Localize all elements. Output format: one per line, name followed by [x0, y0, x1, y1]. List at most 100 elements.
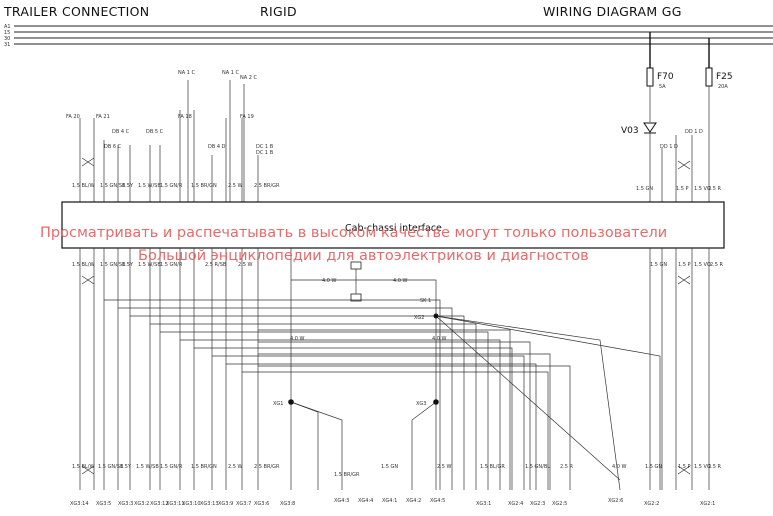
top-label: DC 1 B [256, 150, 274, 156]
connector-xg2: XG2 [414, 315, 424, 321]
wire-code: 1.5 BR/GR [334, 472, 360, 478]
terminal-label: XG3:1 [476, 501, 491, 507]
wire-code: 1.5 GN/R [160, 464, 183, 470]
splice-icon [677, 160, 691, 170]
wire-code: 1.5 GN [645, 464, 662, 470]
wire-code: 2.5 R/SB [205, 262, 227, 268]
terminal-label: XG3:12 [150, 501, 169, 507]
terminal-label: XG3:10 [182, 501, 201, 507]
terminal-label: XG4:1 [382, 498, 397, 504]
top-label: DB 4 D [208, 144, 226, 150]
terminal-label: XG2:3 [530, 501, 545, 507]
terminal-label: XG4:5 [430, 498, 445, 504]
wire-code: 1.5 P [678, 464, 691, 470]
wire-code: 1.5 GN [650, 262, 667, 268]
terminal-label: XG3:7 [236, 501, 251, 507]
wire-code: 1.5 GN [636, 186, 653, 192]
wire-code: 4.0 W [393, 278, 408, 284]
wire-code: 2.5 W [228, 464, 243, 470]
terminal-label: XG3:14 [70, 501, 89, 507]
connector-xg1: XG1 [273, 399, 294, 407]
terminal-label: XG4:2 [406, 498, 421, 504]
routed-wire [104, 299, 441, 490]
top-label: DB 5 C [146, 129, 164, 135]
wire-code: 4.0 W [612, 464, 627, 470]
wire-code: 1.5 GN/SB [100, 262, 126, 268]
wire-code: 1.5 GN/R [160, 183, 183, 189]
bottom-wire-code-group: 1.5 BL/W 1.5 GN/SB 1.5Y 1.5 W/SB 1.5 GN/… [72, 464, 722, 478]
wire-code: 1.5 BL/W [72, 183, 94, 189]
wire-code: 1.5 W/SB [138, 262, 161, 268]
connector-node [433, 399, 439, 405]
routed-wire [258, 341, 531, 490]
terminal-label: XG3:13 [200, 501, 219, 507]
terminal-label: XG3:3 [118, 501, 133, 507]
connector-sk1: SK 1 [420, 298, 439, 319]
connector-sk1-label: SK 1 [420, 298, 431, 304]
connector-xg1-label: XG1 [273, 401, 283, 407]
xg1-wire [356, 279, 437, 316]
fuse-f70-rating: 5A [659, 84, 666, 90]
terminal-label: XG3:6 [254, 501, 269, 507]
routed-wire [258, 329, 511, 490]
terminal-label: XG3:5 [96, 501, 111, 507]
top-label: DC 1 B [256, 144, 274, 150]
xg2-diagonal [435, 315, 621, 491]
lower-wires [79, 248, 710, 491]
routed-wire [194, 347, 513, 490]
bus-label-15: 15 [4, 30, 10, 36]
bottom-terminal-group: XG3:14 XG3:5 XG3:3 XG3:2 XG3:12 XG3:11 X… [70, 498, 715, 507]
wire-code: 1.5 BR/GN [191, 183, 217, 189]
wire-code: 2.5 R [708, 186, 722, 192]
top-label-group: NA 1 C NA 1 C NA 2 C FA 20 FA 21 DB 4 C … [66, 70, 703, 156]
connector-xg3: XG3 [416, 399, 439, 407]
terminal-label: XG2:1 [700, 501, 715, 507]
wire-code: 4.0 W [432, 336, 447, 342]
top-label: DB 4 C [112, 129, 130, 135]
splice-icon [81, 157, 95, 167]
routed-wire [150, 323, 477, 490]
wire-code: 1.5 GN/SB [98, 464, 124, 470]
cab-chassi-interface-title: Cab-chassi interface [345, 223, 442, 234]
xg2-diagonal [435, 315, 661, 490]
routed-wire [258, 353, 551, 490]
terminal-label: XG3:8 [280, 501, 295, 507]
top-label: DD 1 D [660, 144, 678, 150]
connector-xg3-label: XG3 [416, 401, 426, 407]
wire-code: 2.5 R [560, 464, 574, 470]
ground-element [350, 261, 362, 302]
top-label: FA 18 [178, 114, 192, 120]
wire-code: 1.5 GN [381, 464, 398, 470]
bus-label-a1: A1 [4, 24, 11, 30]
routed-wire [118, 307, 453, 490]
header-rigid: RIGID [260, 4, 297, 19]
wire-code: 2.5 R [710, 262, 724, 268]
wire-code: 2.5 BR/GR [254, 183, 280, 189]
fuse-f70-id: F70 [657, 72, 674, 82]
splice-icon [81, 275, 95, 285]
wire-code: 1.5 VO [694, 186, 711, 192]
wire-code: 2.5 W [238, 262, 253, 268]
xg1-branch [290, 401, 319, 490]
wire-code: 2.5 W [228, 183, 243, 189]
watermark-line-1: Просматривать и распечатывать в высоком … [40, 225, 667, 241]
top-label: DD 1 D [685, 129, 703, 135]
terminal-label: XG3:2 [134, 501, 149, 507]
upper-wire-code-group: 1.5 BL/W 1.5 GN/SB 1.5Y 1.5 W/SB 1.5 GN/… [72, 183, 722, 192]
cab-chassi-interface-box [61, 201, 725, 249]
fuse-f25-rating: 20A [718, 84, 728, 90]
fuse-f25-id: F25 [716, 72, 733, 82]
terminal-label: XG3:11 [166, 501, 185, 507]
upper-wires [79, 80, 693, 202]
bus-label-30: 30 [4, 36, 10, 42]
top-label: FA 19 [240, 114, 254, 120]
terminal-label: XG2:2 [644, 501, 659, 507]
header-trailer-connection: TRAILER CONNECTION [3, 4, 149, 19]
wire-code: 1.5 BL/W [72, 262, 94, 268]
power-bus: A1 15 30 31 [4, 24, 773, 48]
wire-code: 1.5Y [122, 262, 134, 268]
wire-code: 1.5 GN/BL [525, 464, 550, 470]
terminal-label: XG2:4 [508, 501, 523, 507]
top-label: FA 20 [66, 114, 80, 120]
wire-code: 1.5 P [678, 262, 691, 268]
